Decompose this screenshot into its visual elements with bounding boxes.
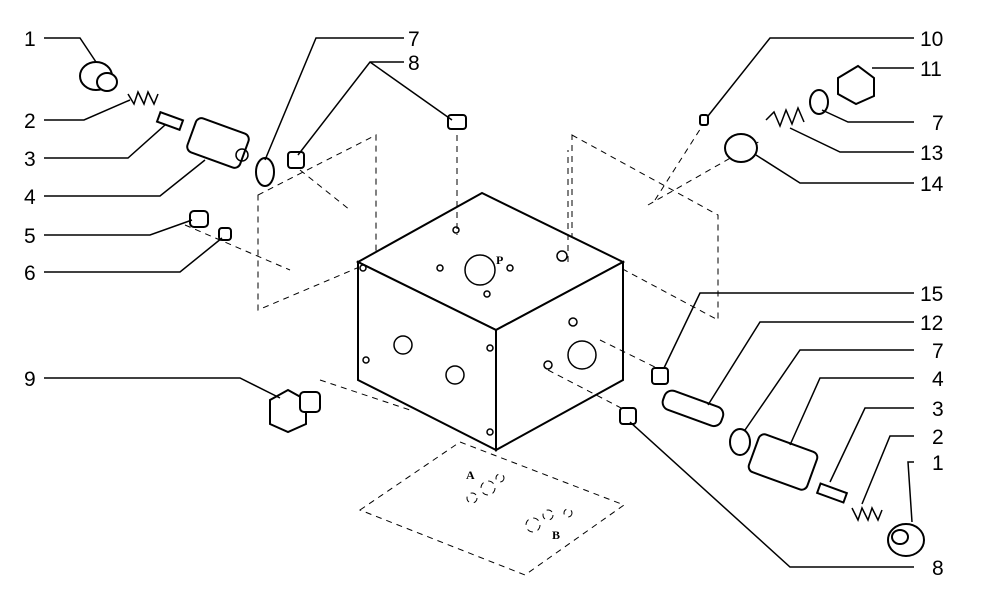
plug-5-left [189,210,209,228]
spring-2-top-left [127,90,159,106]
callout-8-bottom: 8 [932,557,944,580]
fitting-15 [651,367,669,385]
bolt-hole [568,317,578,327]
jet-10 [699,114,709,126]
corner-hole [362,356,370,364]
callout-10: 10 [920,28,943,51]
callout-6-left: 6 [24,262,36,285]
fitting-8-top-left [287,151,305,169]
right-gasket-plane [571,134,719,321]
callout-2-left: 2 [24,110,36,133]
side-port [393,335,413,355]
callout-1-right: 1 [932,452,944,475]
corner-hole [359,264,367,272]
fitting-8-top [447,114,467,130]
callout-5-left: 5 [24,225,36,248]
callout-2-right: 2 [932,426,944,449]
callout-9-left: 9 [24,368,36,391]
fitting-8-bottom [619,407,637,425]
plug-11 [837,64,875,106]
bolt-hole [556,250,568,262]
bolt-hole [436,264,444,272]
pin-3-top-left [155,110,185,132]
leader-lines [44,37,914,568]
port-b-label: B [552,528,560,542]
callout-4-right: 4 [932,368,944,391]
callout-14: 14 [920,173,944,196]
port-p-hole [464,254,496,286]
side-port-large [567,340,597,370]
bolt-hole [543,360,553,370]
callout-8-top: 8 [408,52,420,75]
valve-body-4-right [747,433,819,491]
callout-1-left: 1 [24,28,36,51]
callout-12: 12 [920,312,943,335]
port-p-label: P [496,253,503,267]
seat-14 [724,133,758,163]
oring-7-top-right [809,89,829,115]
callout-7-top: 7 [408,28,420,51]
plug-1-bottom-right [887,523,925,557]
oring-7-top-left [255,157,275,187]
spring-2-bottom-right [851,506,883,522]
callout-15: 15 [920,283,943,306]
callout-numbers: 1 2 3 4 5 6 9 7 8 10 11 7 13 14 15 12 7 … [24,28,944,580]
callout-13: 13 [920,142,943,165]
corner-hole [486,344,494,352]
callout-7-right-top: 7 [932,112,944,135]
nozzle-6-left [218,227,232,241]
callout-3-left: 3 [24,148,36,171]
callout-7-right-bottom: 7 [932,340,944,363]
callout-11: 11 [920,58,942,81]
pin-3-bottom-right [815,482,849,504]
spring-13 [765,105,805,129]
side-port [445,365,465,385]
bolt-hole [506,264,514,272]
port-a-label: A [466,468,475,482]
bottom-gasket-plane [358,441,626,576]
oring-7-bottom-right [729,428,751,456]
plug-9 [269,388,321,434]
valve-body-4-left [186,117,250,169]
bottom-plate-holes: A B [466,468,573,542]
valve-12 [661,389,725,428]
bolt-hole [483,290,491,298]
valve-block: P [355,191,626,452]
corner-hole [486,428,494,436]
bolt-hole [452,226,460,234]
callout-3-right: 3 [932,398,944,421]
callout-4-left: 4 [24,186,36,209]
block-right-face [495,260,624,452]
plug-1-top-left [79,61,118,92]
